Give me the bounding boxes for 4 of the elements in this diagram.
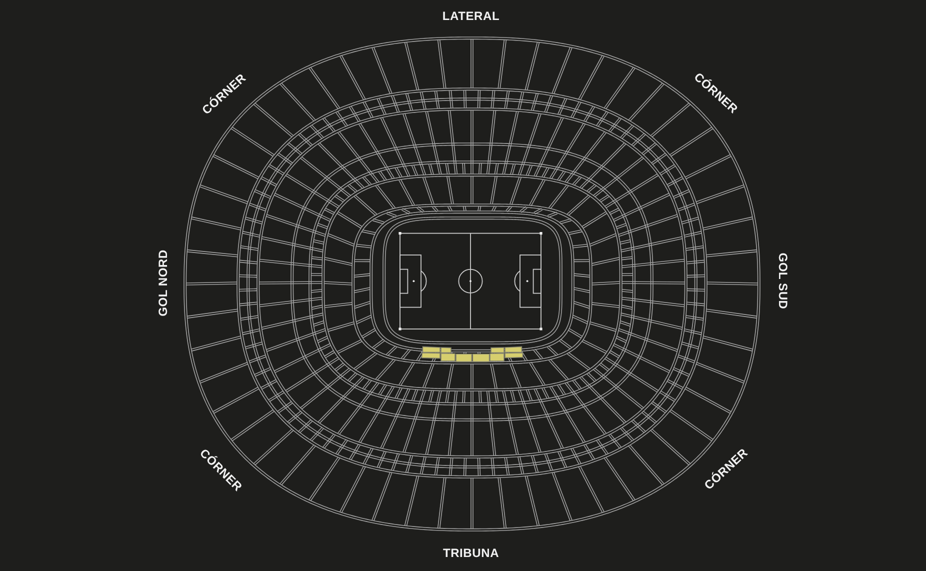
stand-label: LATERAL: [442, 10, 500, 22]
stand-label: GOL NORD: [157, 250, 169, 316]
stand-label: GOL SUD: [777, 252, 789, 310]
stand-label: TRIBUNA: [442, 547, 500, 559]
